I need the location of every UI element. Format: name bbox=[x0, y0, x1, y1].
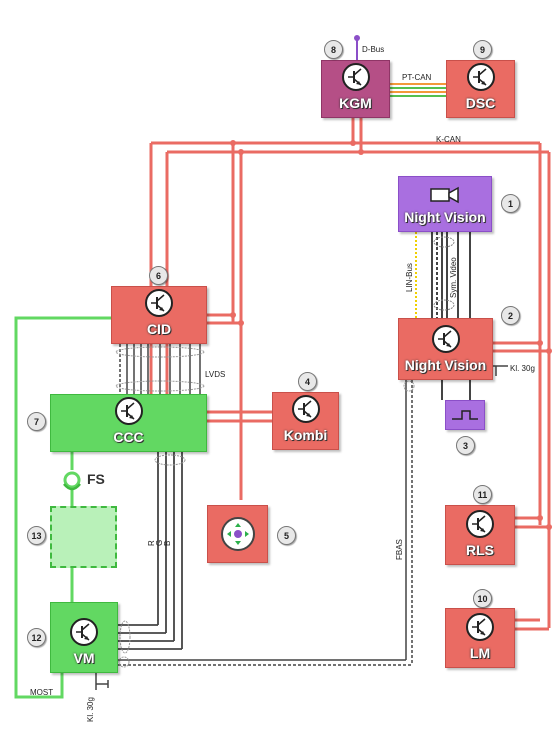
number-badge: 10 bbox=[473, 589, 492, 608]
night-vision-camera[interactable]: Night Vision bbox=[398, 176, 492, 232]
lm-module[interactable]: LM bbox=[445, 608, 515, 668]
pt-can-bus bbox=[390, 83, 446, 97]
switch-wiring bbox=[441, 380, 471, 400]
transistor-icon bbox=[466, 613, 494, 641]
camera-wiring bbox=[415, 232, 471, 318]
k-can-label: K-CAN bbox=[436, 135, 461, 144]
fs-stub bbox=[63, 483, 81, 491]
controller-module[interactable] bbox=[207, 505, 268, 563]
number-badge: 1 bbox=[501, 194, 520, 213]
transistor-icon bbox=[114, 397, 143, 425]
number-badge: 8 bbox=[324, 40, 343, 59]
transistor-icon bbox=[466, 63, 495, 91]
kl30g-vm-label: Kl. 30g bbox=[86, 697, 95, 722]
vm-module[interactable]: VM bbox=[50, 602, 118, 673]
transistor-icon bbox=[145, 289, 173, 317]
number-badge: 2 bbox=[501, 306, 520, 325]
kgm-label: KGM bbox=[339, 95, 372, 111]
kombi-module[interactable]: Kombi bbox=[272, 392, 339, 450]
fbas-label: FBAS bbox=[395, 539, 404, 560]
transistor-icon bbox=[341, 63, 370, 91]
number-badge: 11 bbox=[473, 485, 492, 504]
lvds-label: LVDS bbox=[205, 370, 226, 379]
most-ring bbox=[14, 316, 111, 699]
ccc-module[interactable]: CCC bbox=[50, 394, 207, 452]
rgb-wiring bbox=[118, 452, 186, 654]
transistor-icon bbox=[291, 395, 320, 423]
number-badge: 9 bbox=[473, 40, 492, 59]
number-badge: 12 bbox=[27, 628, 46, 647]
number-badge: 13 bbox=[27, 526, 46, 545]
pt-can-label: PT-CAN bbox=[402, 73, 432, 82]
number-badge: 6 bbox=[149, 266, 168, 285]
kl30g-vm-stub bbox=[95, 673, 109, 690]
night-vision-ecu[interactable]: Night Vision bbox=[398, 318, 493, 380]
kgm-module[interactable]: KGM bbox=[321, 60, 390, 118]
kombi-label: Kombi bbox=[283, 427, 328, 443]
controller-icon bbox=[220, 517, 255, 551]
dsc-label: DSC bbox=[465, 95, 496, 111]
dsc-module[interactable]: DSC bbox=[446, 60, 515, 118]
cid-label: CID bbox=[146, 321, 172, 337]
fbas-wiring bbox=[118, 380, 415, 668]
lvds-wiring bbox=[115, 344, 205, 394]
transistor-icon bbox=[431, 325, 460, 353]
switch-module[interactable] bbox=[445, 400, 485, 430]
most-label: MOST bbox=[30, 688, 54, 697]
kl30g-nv-label: Kl. 30g bbox=[510, 364, 535, 373]
sym-video-label: Sym. Video bbox=[449, 257, 458, 298]
number-badge: 3 bbox=[456, 436, 475, 455]
b-signal-label: B bbox=[163, 540, 172, 546]
lin-bus-label: LIN-Bus bbox=[405, 263, 414, 292]
cid-module[interactable]: CID bbox=[111, 286, 207, 344]
camera-icon bbox=[430, 185, 460, 205]
number-badge: 7 bbox=[27, 412, 46, 431]
ccc-label: CCC bbox=[113, 429, 144, 445]
d-bus-label: D-Bus bbox=[362, 45, 385, 54]
switch-icon bbox=[452, 410, 478, 420]
fs-label: FS bbox=[87, 471, 105, 487]
k-can-junctions bbox=[230, 140, 552, 530]
transistor-icon bbox=[466, 510, 494, 538]
rls-module[interactable]: RLS bbox=[445, 505, 515, 565]
rls-label: RLS bbox=[466, 542, 494, 558]
optional-module-13[interactable] bbox=[50, 506, 117, 568]
night-vision-ecu-label: Night Vision bbox=[404, 357, 487, 373]
lm-label: LM bbox=[469, 645, 491, 661]
d-bus bbox=[354, 35, 360, 60]
kl30g-nv-stub bbox=[493, 365, 508, 376]
vm-label: VM bbox=[73, 650, 95, 666]
number-badge: 5 bbox=[277, 526, 296, 545]
night-vision-camera-label: Night Vision bbox=[404, 209, 486, 225]
number-badge: 4 bbox=[298, 372, 317, 391]
transistor-icon bbox=[70, 618, 98, 646]
